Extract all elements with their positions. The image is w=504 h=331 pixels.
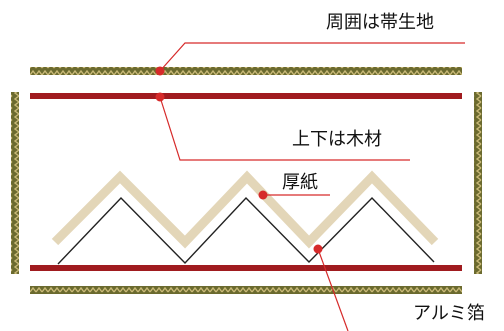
left-band-fabric: [11, 92, 19, 274]
bottom-band-fabric: [30, 286, 462, 294]
bottom-wood: [30, 265, 462, 271]
right-band-fabric: [474, 92, 482, 274]
band-leader-line: [159, 42, 465, 72]
foil-leader-line: [317, 248, 349, 331]
band-leader-dot: [155, 66, 165, 76]
wood-leader-dot: [155, 92, 165, 102]
foil-zigzag: [57, 196, 435, 265]
band-label: 周囲は帯生地: [326, 12, 434, 33]
foil-label: アルミ箔: [413, 303, 485, 324]
wood-label: 上下は木材: [292, 129, 382, 150]
cardboard-label: 厚紙: [282, 172, 318, 193]
cardboard-leader-dot: [258, 190, 268, 200]
cardboard-zigzag: [51, 170, 439, 249]
top-band-fabric: [30, 67, 462, 75]
foil-leader-dot: [313, 244, 323, 254]
wood-leader-line: [159, 96, 410, 161]
top-wood: [30, 93, 462, 99]
